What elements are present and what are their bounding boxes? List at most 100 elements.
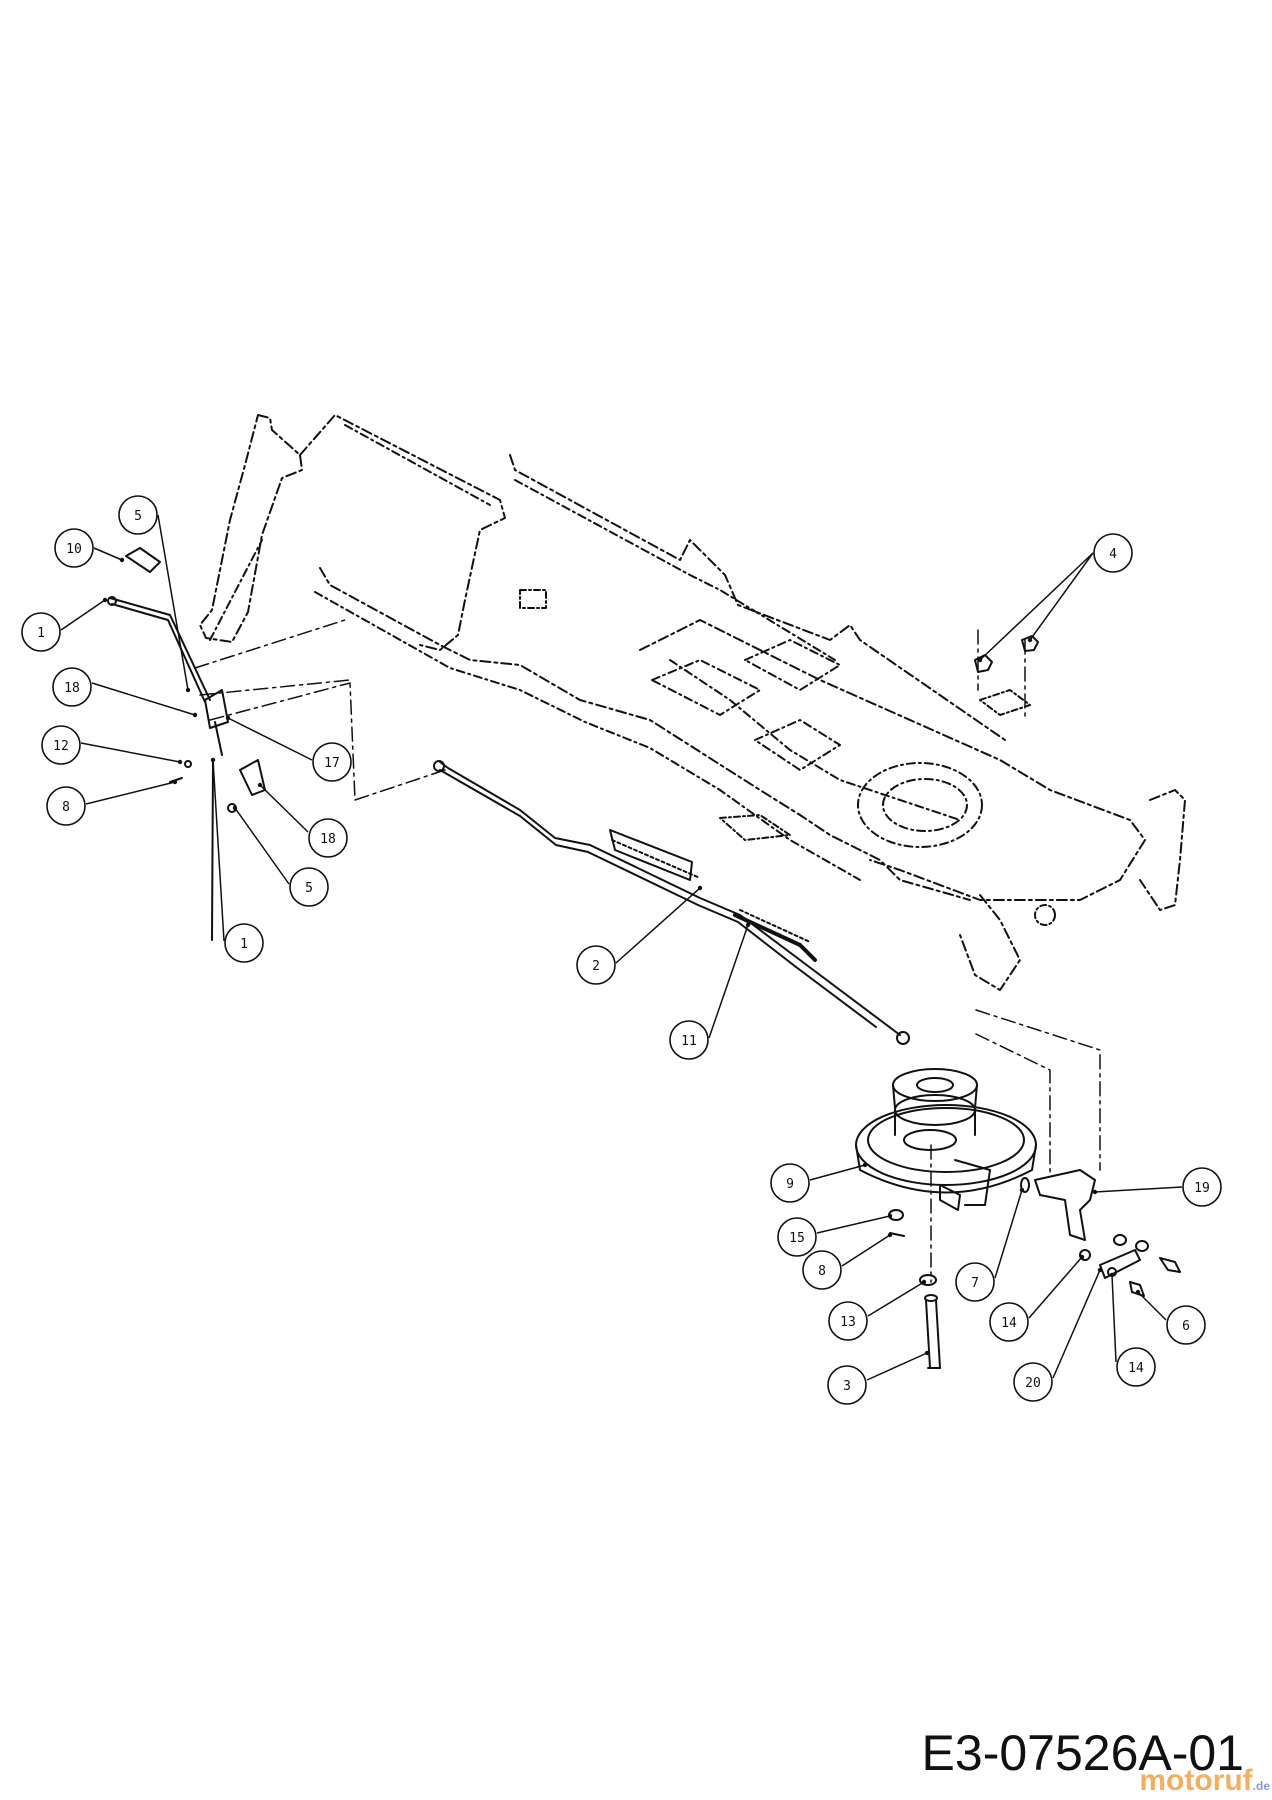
callout-circle [21, 612, 61, 652]
callout-label: 5 [305, 881, 313, 896]
callout-circle [312, 742, 352, 782]
lever-assembly-drawing [107, 547, 266, 941]
leader-arrowhead [1079, 1254, 1085, 1260]
leader-line [1029, 552, 1094, 641]
callout-circle [1166, 1305, 1206, 1345]
leader-arrowhead [1019, 1187, 1025, 1193]
leader-arrowhead [210, 757, 216, 763]
callout-circle [52, 667, 92, 707]
callout-label: 11 [681, 1034, 697, 1049]
callout-label: 2 [592, 959, 600, 974]
leader-arrowhead [1135, 1289, 1141, 1295]
leader-line [80, 742, 181, 763]
leader-arrowhead [921, 1279, 927, 1285]
leader-line [1094, 1186, 1183, 1193]
leader-arrowhead [1092, 1189, 1098, 1195]
hardware-drawing [888, 1169, 1181, 1369]
leader-line [1052, 1269, 1101, 1379]
leader-line [93, 547, 123, 561]
watermark-tld: .de [1252, 1779, 1270, 1793]
leader-arrowhead [924, 1350, 930, 1356]
callout-circle [118, 495, 158, 535]
callout-label: 8 [818, 1264, 826, 1279]
leader-line [1137, 1291, 1167, 1321]
callout-circle [770, 1163, 810, 1203]
callout-circle [41, 725, 81, 765]
callout-circle [669, 1020, 709, 1060]
drawing-code: E3-07526A-01 [921, 1725, 1244, 1781]
leader-line [91, 682, 196, 716]
leader-arrowhead [862, 1162, 868, 1168]
callout-label: 15 [789, 1231, 805, 1246]
leader-arrowhead [185, 687, 191, 693]
callout-label: 17 [324, 756, 340, 771]
callout-label: 13 [840, 1315, 856, 1330]
callout-label: 7 [971, 1276, 979, 1291]
callout-label: 20 [1025, 1376, 1041, 1391]
clutch-drawing [855, 1068, 1037, 1211]
callout-label: 12 [53, 739, 69, 754]
callout-label: 1 [37, 626, 45, 641]
callout-label: 18 [64, 681, 80, 696]
callout-label: 4 [1109, 547, 1117, 562]
leader-line [212, 759, 225, 942]
leader-line [867, 1281, 925, 1317]
callout-circle [777, 1217, 817, 1257]
callout-circle [46, 786, 86, 826]
callout-label: 14 [1128, 1361, 1144, 1376]
leader-arrowhead [257, 782, 263, 788]
leader-arrowhead [1027, 637, 1033, 643]
callout-circle [54, 528, 94, 568]
leader-arrowhead [977, 657, 983, 663]
leader-line [708, 924, 749, 1039]
leader-line [866, 1352, 928, 1381]
leader-arrowhead [119, 557, 125, 563]
callout-circle [802, 1250, 842, 1290]
callout-circle [955, 1262, 995, 1302]
callout-circle [289, 867, 329, 907]
callout-circle [1013, 1362, 1053, 1402]
leader-arrowhead [172, 779, 178, 785]
callout-circle [828, 1301, 868, 1341]
callout-label: 19 [1194, 1181, 1210, 1196]
leader-line [809, 1164, 866, 1181]
leader-line [85, 781, 176, 805]
leader-line [979, 552, 1094, 661]
callout-label: 9 [786, 1177, 794, 1192]
callout-label: 1 [240, 937, 248, 952]
leader-arrowhead [1109, 1272, 1115, 1278]
leader-line [841, 1234, 891, 1267]
callout-circle [308, 818, 348, 858]
watermark-logo: motoruf.de [1139, 1766, 1270, 1796]
control-rod-drawing [433, 760, 910, 1045]
leader-line [994, 1189, 1023, 1279]
callout-label: 8 [62, 800, 70, 815]
leader-arrowhead [225, 715, 231, 721]
callout-label: 6 [1182, 1319, 1190, 1334]
leader-line [1111, 1274, 1117, 1363]
guide-lines [194, 619, 1101, 1283]
callout-label: 14 [1001, 1316, 1017, 1331]
callout-circle [989, 1302, 1029, 1342]
leader-arrowhead [232, 805, 238, 811]
callout-circle [1093, 533, 1133, 573]
callout-circle [1116, 1347, 1156, 1387]
watermark-brand: motoruf [1139, 1764, 1253, 1797]
leader-line [234, 807, 290, 885]
callout-circle [576, 945, 616, 985]
callout-label: 5 [134, 509, 142, 524]
leader-arrowhead [192, 712, 198, 718]
leader-line [615, 887, 701, 964]
leader-line [1028, 1256, 1083, 1319]
callout-label: 18 [320, 832, 336, 847]
leader-lines [60, 514, 1183, 1381]
leader-arrowhead [177, 759, 183, 765]
callout-label: 10 [66, 542, 82, 557]
callout-circle [224, 923, 264, 963]
leader-line [157, 514, 189, 691]
leader-arrowhead [1097, 1267, 1103, 1273]
leader-line [60, 599, 106, 631]
callout-circle [827, 1365, 867, 1405]
